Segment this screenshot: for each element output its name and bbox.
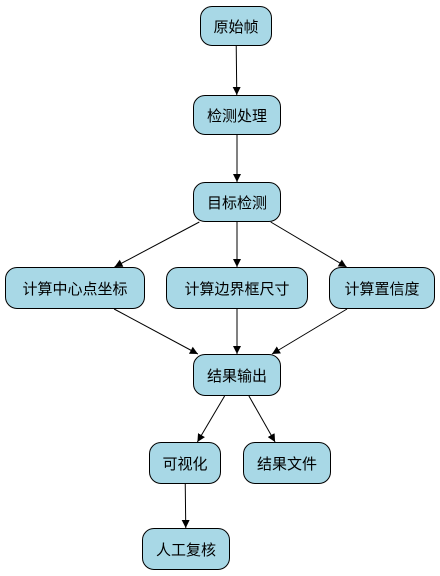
node-bbox-size: 计算边界框尺寸 bbox=[166, 267, 308, 309]
node-detect-process: 检测处理 bbox=[193, 95, 281, 135]
node-result-file: 结果文件 bbox=[243, 442, 331, 484]
edge-confidence-to-output bbox=[271, 308, 348, 355]
node-raw-frame: 原始帧 bbox=[200, 6, 272, 46]
node-result-output: 结果输出 bbox=[193, 354, 281, 396]
node-confidence: 计算置信度 bbox=[329, 267, 435, 309]
edge-output-to-visualize bbox=[196, 395, 226, 443]
edge-output-to-result_file bbox=[248, 395, 276, 443]
edge-center_coords-to-output bbox=[113, 308, 199, 355]
edge-raw_frame-to-detect_process bbox=[232, 45, 241, 96]
node-object-detect: 目标检测 bbox=[193, 182, 281, 222]
node-center-coords: 计算中心点坐标 bbox=[5, 267, 145, 309]
edge-object_detect-to-confidence bbox=[270, 221, 347, 268]
edge-object_detect-to-center_coords bbox=[114, 221, 200, 268]
node-visualize: 可视化 bbox=[149, 442, 221, 484]
node-manual-review: 人工复核 bbox=[142, 528, 230, 570]
edge-visualize-to-manual_review bbox=[181, 483, 190, 529]
